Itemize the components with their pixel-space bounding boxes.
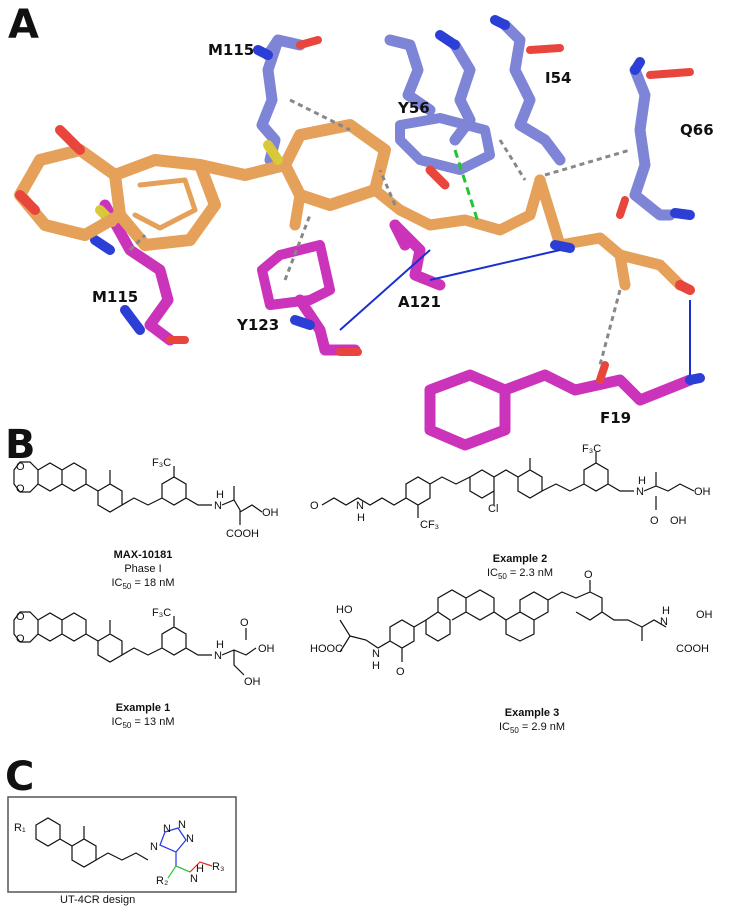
ex2-name: Example 2: [493, 553, 547, 565]
ex2-h2: H: [638, 475, 646, 487]
ex1-cf3: F₃C: [152, 607, 171, 619]
structure-example-2: O N H CF₃ Cl F₃C N H OH O OH: [310, 443, 711, 531]
label-q66: Q66: [680, 121, 714, 139]
label-y123: Y123: [236, 316, 279, 334]
ex1-o1: O: [16, 611, 25, 623]
design-caption: UT-4CR design: [60, 894, 135, 906]
panel-c-label: C: [5, 754, 34, 800]
panel-a-structure: A M115 Y56 I54 Q66 M115 Y123 A121 F19: [8, 2, 714, 451]
ex3-h: H: [372, 660, 380, 672]
panel-b-structures: B F₃C N H OH COOH O O MAX-10181 Phase I …: [5, 422, 713, 735]
design-n4: N: [186, 833, 194, 845]
ex3-n2: N: [660, 616, 668, 628]
ex3-hooc: HOOC: [310, 643, 343, 655]
ex3-h2: H: [662, 605, 670, 617]
ex2-cf3-bottom: CF₃: [420, 519, 439, 531]
ex1-o2: O: [16, 633, 25, 645]
ex2-cl: Cl: [488, 503, 498, 515]
ex2-n2: N: [636, 486, 644, 498]
ex1-o: O: [240, 617, 249, 629]
interactions: [128, 98, 691, 375]
ex2-o-carbonyl: O: [650, 515, 659, 527]
ex1-oh: OH: [244, 676, 261, 688]
design-n1: N: [150, 841, 158, 853]
max-o1: O: [16, 461, 25, 473]
r2-arm: [167, 865, 191, 879]
blue-residues: [253, 15, 695, 221]
label-m115-left: M115: [92, 288, 138, 306]
design-r1: R₁: [14, 822, 26, 834]
label-a121: A121: [398, 293, 441, 311]
ligand-model: [14, 119, 695, 295]
ex2-oh: OH: [694, 486, 711, 498]
structure-example-3: HO HOOC N H O O N H OH COOH: [310, 569, 713, 678]
max-name: MAX-10181: [114, 549, 173, 561]
ex2-o: O: [310, 500, 319, 512]
ex3-n: N: [372, 648, 380, 660]
design-n2: N: [163, 823, 171, 835]
ex2-n: N: [356, 500, 364, 512]
design-h: H: [196, 863, 204, 875]
max-cf3: F₃C: [152, 457, 171, 469]
label-m115-top: M115: [208, 41, 254, 59]
max-phase: Phase I: [124, 563, 161, 575]
design-box: [7, 796, 237, 893]
design-n3: N: [178, 819, 186, 831]
panel-c-design: C R₁ N N N N R₂ N H R₃ UT-4CR design: [5, 754, 237, 906]
ex2-h: H: [357, 512, 365, 524]
ex1-name: Example 1: [116, 702, 170, 714]
design-nh: N: [190, 873, 198, 885]
ex2-oh-acid: OH: [670, 515, 687, 527]
ex1-n: N: [214, 650, 222, 662]
panel-b-label: B: [5, 422, 36, 468]
ex1-oh-acid: OH: [258, 643, 275, 655]
ex1-h: H: [216, 639, 224, 651]
label-i54: I54: [545, 69, 571, 87]
label-f19: F19: [600, 409, 631, 427]
max-cooh: COOH: [226, 528, 259, 540]
max-h: H: [216, 489, 224, 501]
design-r3: R₃: [212, 861, 224, 873]
ex3-ic50: IC50 = 2.9 nM: [499, 721, 565, 735]
ex1-ic50: IC50 = 13 nM: [111, 716, 174, 730]
ex3-oh: OH: [696, 609, 713, 621]
max-oh: OH: [262, 507, 279, 519]
panel-a-label: A: [8, 2, 39, 48]
max-o2: O: [16, 483, 25, 495]
r3-arm: [189, 861, 213, 873]
ex3-o2: O: [584, 569, 593, 581]
ex2-ic50: IC50 = 2.3 nM: [487, 567, 553, 581]
max-n: N: [214, 500, 222, 512]
ex3-cooh: COOH: [676, 643, 709, 655]
ex3-name: Example 3: [505, 707, 559, 719]
label-y56: Y56: [397, 99, 430, 117]
ex2-cf3-top: F₃C: [582, 443, 601, 455]
structure-max-10181: F₃C N H OH COOH O O: [13, 457, 279, 540]
ex3-ho: HO: [336, 604, 353, 616]
structure-example-1: F₃C N H O OH OH O O: [13, 607, 275, 688]
design-r2: R₂: [156, 875, 168, 887]
ex3-o1: O: [396, 666, 405, 678]
max-ic50: IC50 = 18 nM: [111, 577, 174, 591]
